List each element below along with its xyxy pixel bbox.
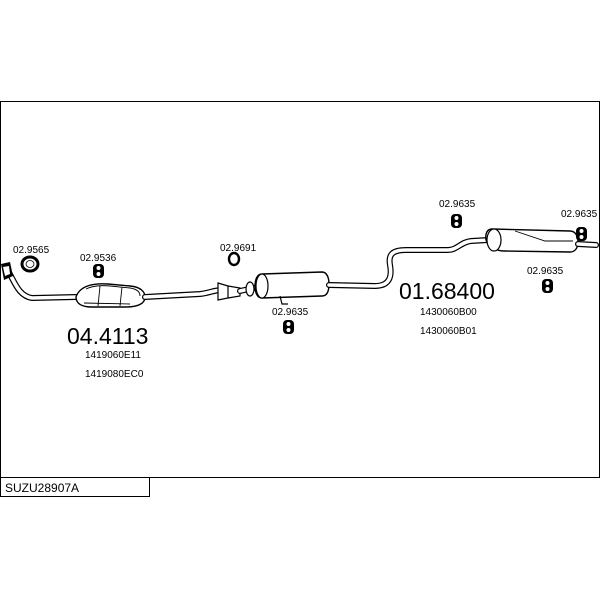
front-oem-number: 1419080EC0 (85, 369, 144, 380)
code-box (0, 477, 150, 497)
part-label: 02.9635 (272, 307, 309, 318)
front-oem-number: 1419060E11 (85, 350, 141, 361)
intermediate-pipe[interactable] (142, 287, 225, 300)
gasket-ring-inner (25, 260, 35, 268)
front-flange-hole (3, 266, 10, 276)
flange-joint (217, 281, 261, 301)
tail-pipe[interactable] (575, 241, 599, 248)
part-label: 02.9691 (220, 243, 257, 254)
gasket-ring[interactable] (20, 255, 40, 273)
part-label: 02.9635 (439, 199, 476, 210)
rear-oem-number: 1430060B00 (420, 307, 477, 318)
part-label: 02.9565 (13, 245, 50, 256)
front-pipe[interactable] (1, 262, 79, 301)
part-label: 02.9635 (561, 209, 598, 220)
diagram-code: SUZU28907A (5, 481, 79, 495)
hanger-rear-bottom[interactable] (542, 279, 553, 293)
rear-oem-number: 1430060B01 (420, 326, 477, 337)
hanger-middle[interactable] (283, 320, 294, 334)
hanger-rear-right[interactable] (576, 227, 587, 241)
front-part-number: 04.4113 (67, 323, 148, 349)
part-label: 02.9536 (80, 253, 117, 264)
catalytic-converter[interactable] (75, 283, 146, 308)
middle-muffler[interactable] (254, 271, 330, 305)
hanger-front[interactable] (93, 264, 104, 278)
hanger-rear-left[interactable] (451, 214, 462, 228)
part-label: 02.9635 (527, 266, 564, 277)
small-ring[interactable] (227, 251, 241, 267)
rear-pipe[interactable] (326, 237, 491, 289)
rear-part-number: 01.68400 (399, 278, 495, 304)
rear-muffler[interactable] (485, 228, 579, 253)
